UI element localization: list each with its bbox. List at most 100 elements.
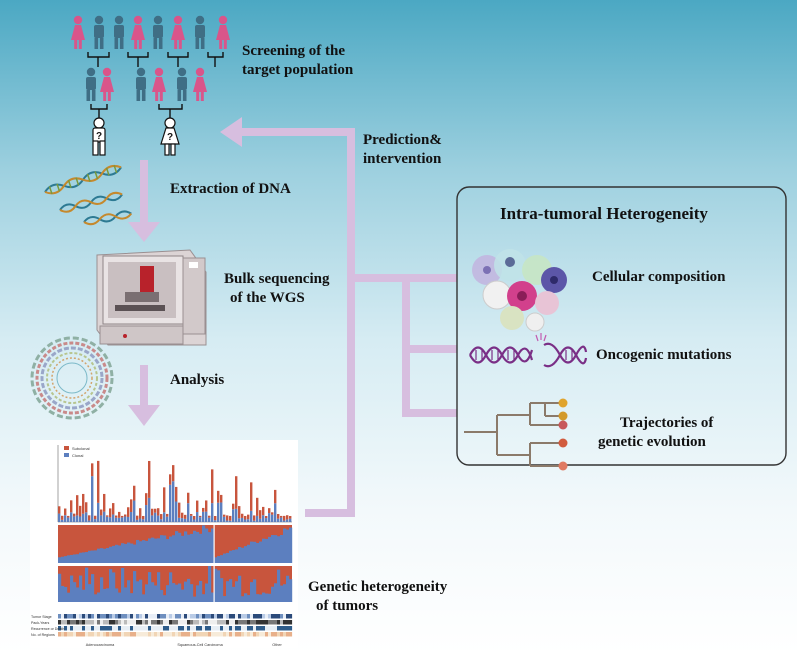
figure-bar <box>142 594 146 602</box>
figure-bar <box>190 584 194 602</box>
figure-annotation-cell <box>73 626 77 631</box>
figure-annotation-cell <box>73 620 77 625</box>
figure-annotation-cell <box>73 632 77 637</box>
figure-bar <box>196 585 200 602</box>
figure-bar <box>205 511 208 522</box>
figure-bar <box>190 515 193 522</box>
figure-bar <box>256 542 260 563</box>
figure-bar <box>121 515 124 518</box>
figure-bar <box>184 514 187 519</box>
heterogeneity-panel <box>456 186 787 466</box>
figure-annotation-cell <box>250 614 254 619</box>
figure-annotation-cell <box>235 626 239 631</box>
figure-annotation-cell <box>268 626 272 631</box>
figure-bar <box>265 538 269 563</box>
figure-annotation-cell <box>106 632 110 637</box>
figure-annotation-cell <box>160 626 164 631</box>
figure-bar <box>142 519 145 522</box>
figure-bar <box>166 513 169 517</box>
figure-annotation-cell <box>274 632 278 637</box>
figure-annotation-cell <box>67 614 71 619</box>
figure-annotation-cell <box>61 614 65 619</box>
figure-annotation-cell <box>82 614 86 619</box>
figure-annotation-cell <box>73 614 77 619</box>
figure-bar <box>97 502 100 522</box>
figure-bar <box>136 519 139 522</box>
figure-bar <box>91 574 95 602</box>
figure-annotation-cell <box>139 632 143 637</box>
figure-annotation-cell <box>85 620 89 625</box>
figure-bar <box>139 541 143 563</box>
figure-annotation-cell <box>151 632 155 637</box>
figure-annotation-cell <box>61 632 65 637</box>
figure-bar <box>94 550 98 563</box>
figure-annotation-cell <box>163 632 167 637</box>
figure-bar <box>217 502 220 522</box>
figure-annotation-cell <box>208 626 212 631</box>
figure-annotation-cell <box>61 620 65 625</box>
figure-bar <box>97 460 100 503</box>
figure-bar <box>70 554 74 563</box>
figure-bar <box>109 569 113 602</box>
figure-annotation-cell <box>238 626 242 631</box>
figure-bar <box>286 515 289 520</box>
figure-bar <box>154 585 158 602</box>
figure-annotation-cell <box>238 614 242 619</box>
figure-annotation-cell <box>151 626 155 631</box>
figure-annotation-cell <box>157 626 161 631</box>
figure-annotation-cell <box>205 626 209 631</box>
figure-bar <box>214 515 217 521</box>
figure-annotation-cell <box>226 620 230 625</box>
figure-annotation-cell <box>124 620 128 625</box>
figure-annotation-cell <box>268 614 272 619</box>
label-heterogeneity-line1: Genetic heterogeneity <box>308 579 448 595</box>
figure-bar <box>145 493 148 506</box>
figure-bar <box>259 510 262 519</box>
figure-bar <box>268 513 271 522</box>
figure-bar <box>229 579 233 602</box>
figure-bar <box>142 540 146 563</box>
figure-bar <box>106 515 109 517</box>
figure-annotation-cell <box>94 614 98 619</box>
figure-annotation-cell <box>205 614 209 619</box>
figure-annotation-cell <box>100 620 104 625</box>
figure-bar <box>115 515 118 518</box>
figure-bar <box>118 592 122 602</box>
label-sequencing-line1: Bulk sequencing <box>224 271 330 287</box>
figure-annotation-cell <box>139 614 143 619</box>
figure-bar <box>211 503 214 522</box>
figure-annotation-cell <box>121 632 125 637</box>
figure-bar <box>94 594 98 602</box>
figure-bar <box>151 582 155 602</box>
figure-row-label: No. of Regions <box>31 633 55 637</box>
figure-annotation-cell <box>223 614 227 619</box>
figure-annotation-cell <box>175 632 179 637</box>
figure-annotation-cell <box>166 626 170 631</box>
figure-bar <box>73 513 76 517</box>
figure-annotation-cell <box>163 620 167 625</box>
figure-bar <box>172 535 176 563</box>
figure-annotation-cell <box>184 632 188 637</box>
label-analysis: Analysis <box>170 372 225 388</box>
figure-bar <box>91 476 94 522</box>
figure-bar <box>175 531 179 563</box>
label-screening: Screening of the target population <box>242 42 353 80</box>
figure-annotation-cell <box>70 626 74 631</box>
figure-bar <box>112 514 115 522</box>
svg-text:?: ? <box>96 131 102 142</box>
figure-bar <box>163 487 166 513</box>
figure-bar <box>232 509 235 522</box>
figure-bar <box>163 512 166 522</box>
figure-bar <box>193 530 197 563</box>
figure-bar <box>253 520 256 522</box>
figure-bar <box>202 525 206 563</box>
figure-bar <box>142 515 145 520</box>
figure-annotation-cell <box>190 614 194 619</box>
figure-bar <box>274 535 278 563</box>
figure-annotation-cell <box>172 632 176 637</box>
figure-bar <box>289 527 293 563</box>
figure-annotation-cell <box>205 632 209 637</box>
figure-annotation-cell <box>220 614 224 619</box>
figure-annotation-cell <box>229 626 233 631</box>
figure-annotation-cell <box>208 632 212 637</box>
